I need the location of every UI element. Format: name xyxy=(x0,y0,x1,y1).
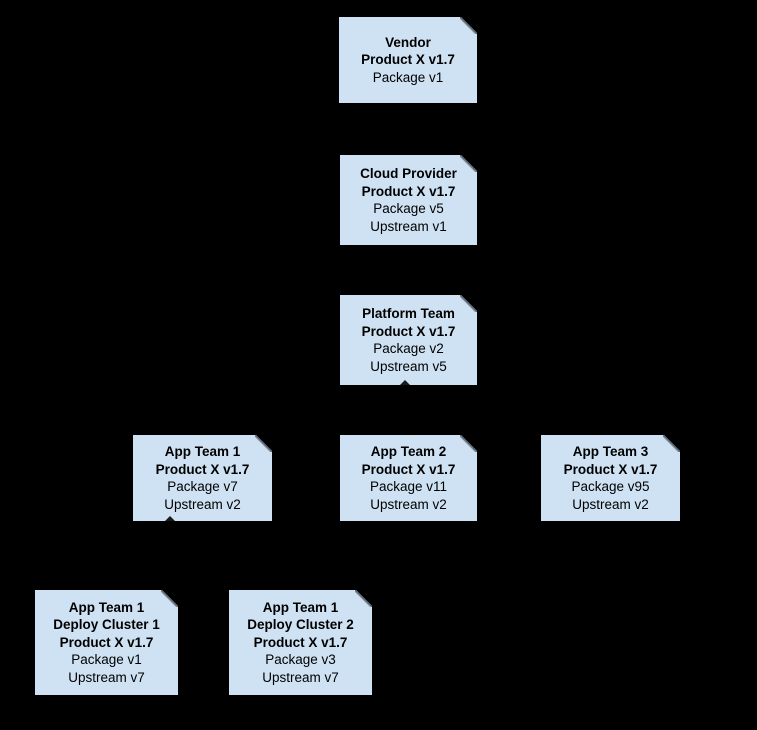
node-product-version: Product X v1.7 xyxy=(59,634,154,650)
node-vendor: Vendor Product X v1.7 Package v1 xyxy=(339,17,477,103)
node-upstream-version: Upstream v2 xyxy=(370,496,447,512)
node-upstream-version: Upstream v7 xyxy=(68,669,145,685)
node-upstream-version: Upstream v1 xyxy=(370,218,447,234)
node-title: App Team 3 xyxy=(572,444,649,459)
node-package-version: Package v3 xyxy=(265,652,336,668)
node-product-version: Product X v1.7 xyxy=(253,634,348,650)
node-upstream-version: Upstream v5 xyxy=(370,358,447,374)
node-upstream-version: Upstream v2 xyxy=(164,496,241,512)
node-title: App Team 1 xyxy=(68,599,145,615)
node-package-version: Package v1 xyxy=(372,69,444,85)
node-package-version: Package v7 xyxy=(167,479,238,494)
node-subtitle: Deploy Cluster 1 xyxy=(53,617,160,633)
up-arrowhead-icon xyxy=(161,516,179,521)
node-product-version: Product X v1.7 xyxy=(361,461,456,477)
node-title: Platform Team xyxy=(362,306,455,321)
node-product-version: Product X v1.7 xyxy=(361,183,456,199)
node-app-team-2: App Team 2 Product X v1.7 Package v11 Up… xyxy=(340,435,477,521)
node-product-version: Product X v1.7 xyxy=(155,461,250,477)
node-package-version: Package v11 xyxy=(369,479,448,494)
node-title: Vendor xyxy=(385,34,431,50)
node-upstream-version: Upstream v2 xyxy=(572,496,649,512)
node-upstream-version: Upstream v7 xyxy=(262,669,339,685)
node-product-version: Product X v1.7 xyxy=(563,461,658,477)
node-title: Cloud Provider xyxy=(360,166,457,181)
node-title: App Team 1 xyxy=(262,599,339,615)
node-title: App Team 1 xyxy=(164,444,241,459)
node-platform-team: Platform Team Product X v1.7 Package v2 … xyxy=(340,295,477,385)
up-arrowhead-icon xyxy=(396,380,414,385)
node-app-team-1-deploy-cluster-1: App Team 1 Deploy Cluster 1 Product X v1… xyxy=(35,590,178,695)
node-app-team-3: App Team 3 Product X v1.7 Package v95 Up… xyxy=(541,435,680,521)
node-package-version: Package v95 xyxy=(571,479,650,494)
node-package-version: Package v2 xyxy=(373,341,444,356)
node-product-version: Product X v1.7 xyxy=(361,52,455,68)
node-package-version: Package v5 xyxy=(373,201,444,216)
node-app-team-1-deploy-cluster-2: App Team 1 Deploy Cluster 2 Product X v1… xyxy=(229,590,372,695)
node-package-version: Package v1 xyxy=(71,652,142,668)
node-subtitle: Deploy Cluster 2 xyxy=(247,617,354,633)
node-title: App Team 2 xyxy=(370,444,447,459)
node-app-team-1: App Team 1 Product X v1.7 Package v7 Ups… xyxy=(133,435,272,521)
node-cloud-provider: Cloud Provider Product X v1.7 Package v5… xyxy=(340,155,477,245)
node-product-version: Product X v1.7 xyxy=(361,323,456,339)
